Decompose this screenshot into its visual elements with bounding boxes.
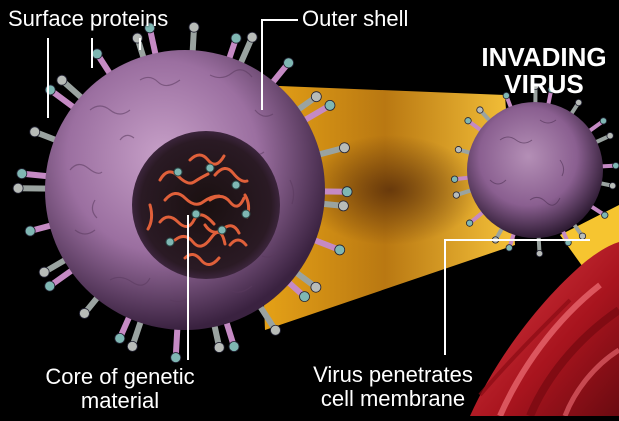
- protein-tip: [30, 127, 40, 137]
- protein-tip: [13, 183, 23, 193]
- protein-tip: [339, 143, 349, 153]
- protein-tip: [189, 22, 199, 32]
- label-core-line1: Core of genetic: [20, 365, 220, 389]
- protein-tip: [300, 292, 310, 302]
- protein-tip: [127, 341, 137, 351]
- protein-tip: [455, 146, 461, 152]
- protein-tip: [506, 245, 512, 251]
- protein-tip: [579, 233, 585, 239]
- protein-tip: [284, 58, 294, 68]
- protein-tip: [342, 187, 352, 197]
- protein-tip: [311, 92, 321, 102]
- protein-tip: [465, 118, 471, 124]
- label-surface-proteins: Surface proteins: [8, 7, 168, 31]
- cutaway-core: [132, 131, 280, 279]
- label-outer-shell: Outer shell: [302, 7, 408, 31]
- protein-tip: [57, 75, 67, 85]
- label-penetrates-line1: Virus penetrates: [283, 363, 503, 387]
- protein-tip: [338, 201, 348, 211]
- protein-tip: [575, 99, 581, 105]
- protein-tip: [609, 183, 615, 189]
- protein-tip: [311, 282, 321, 292]
- protein-tip: [536, 250, 542, 256]
- title-invading: INVADING: [474, 44, 614, 71]
- protein-tip: [325, 100, 335, 110]
- protein-tip: [600, 118, 606, 124]
- protein-tip: [270, 325, 280, 335]
- protein-tip: [171, 353, 181, 363]
- protein-tip: [453, 192, 459, 198]
- protein-tip: [115, 333, 125, 343]
- protein-tip: [613, 162, 619, 168]
- protein-tip: [45, 281, 55, 291]
- virus-small: [467, 102, 603, 238]
- protein-tip: [39, 267, 49, 277]
- protein-tip: [451, 176, 457, 182]
- protein-tip: [602, 212, 608, 218]
- protein-tip: [477, 107, 483, 113]
- protein-tip: [247, 32, 257, 42]
- virus-large: [45, 50, 325, 330]
- protein-tip: [45, 85, 55, 95]
- protein-tip: [92, 49, 102, 59]
- protein-tip: [466, 220, 472, 226]
- protein-tip: [607, 133, 613, 139]
- protein-tip: [79, 308, 89, 318]
- protein-tip: [25, 226, 35, 236]
- protein-tip: [214, 342, 224, 352]
- protein-tip: [335, 245, 345, 255]
- title-virus: VIRUS: [474, 71, 614, 98]
- protein-tip: [231, 33, 241, 43]
- label-core-line2: material: [20, 389, 220, 413]
- label-penetrates-line2: cell membrane: [283, 387, 503, 411]
- protein-tip: [229, 341, 239, 351]
- protein-tip: [17, 169, 27, 179]
